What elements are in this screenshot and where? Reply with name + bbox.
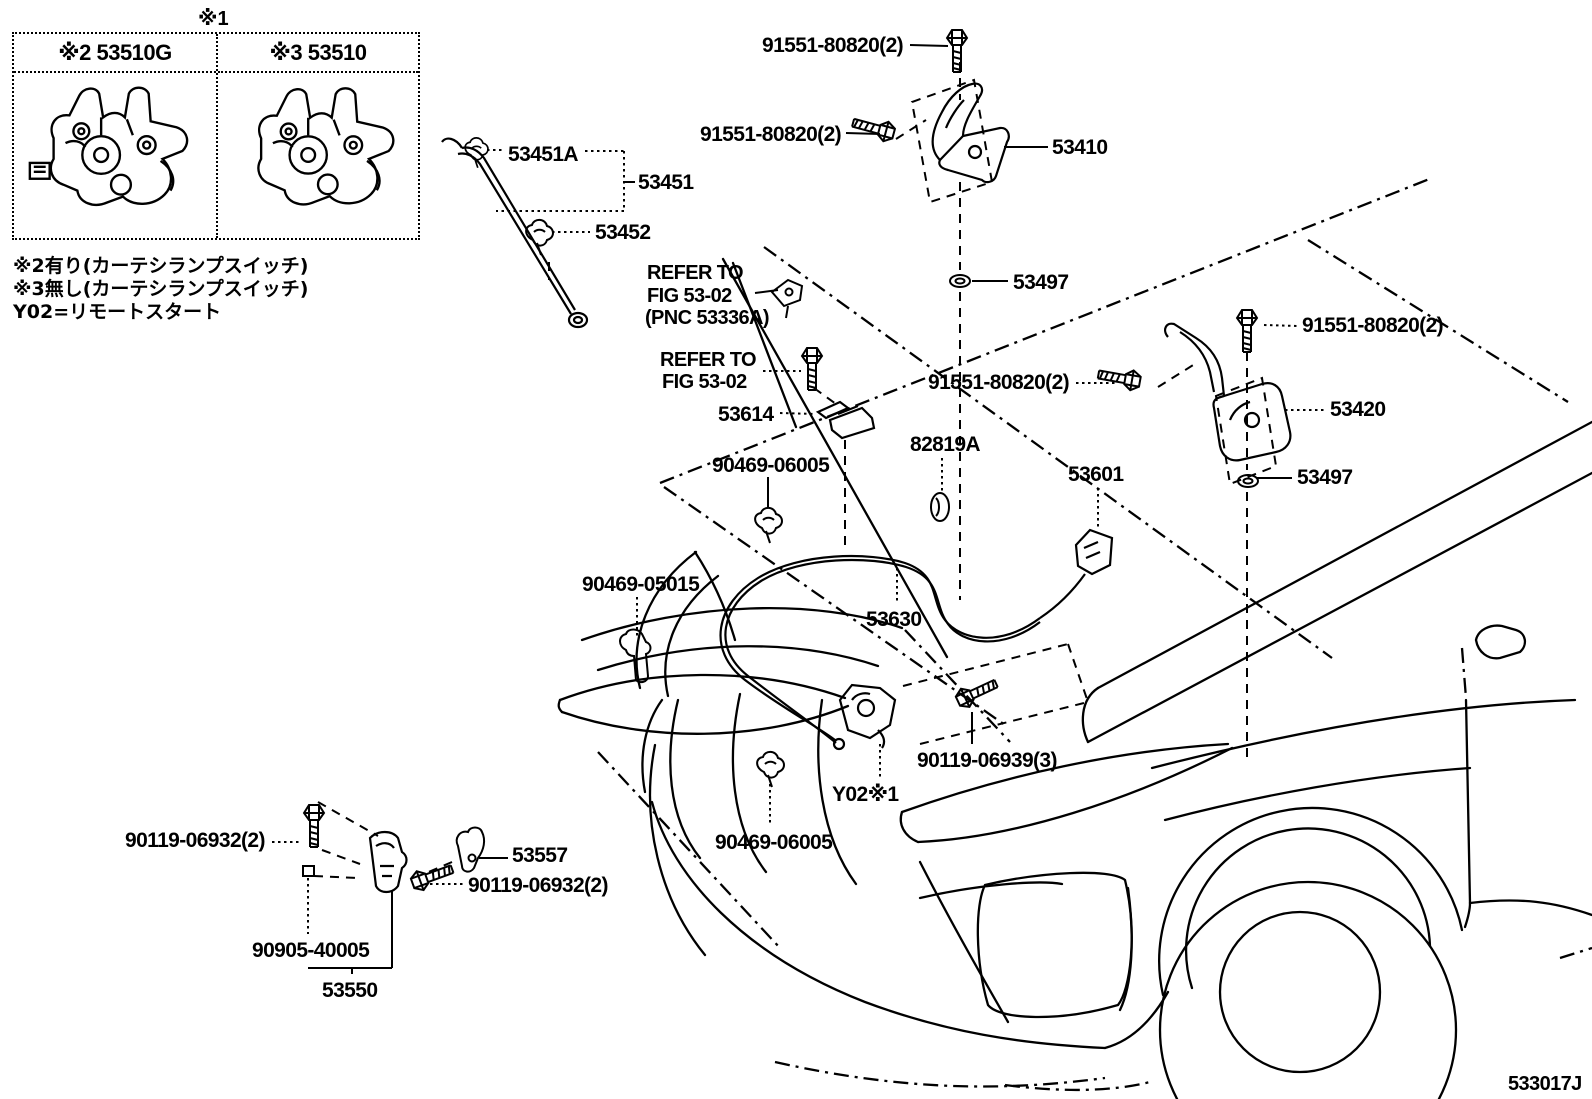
- bolt-91551-top: [946, 29, 968, 73]
- bolt-91551-right: [1236, 309, 1258, 353]
- inset-column-53510G: ※2 53510G: [14, 34, 216, 238]
- release-lever-53601-and-cable-53630: [719, 528, 1114, 751]
- fasteners: [302, 29, 1259, 894]
- part-label-53497-left: 53497: [1013, 271, 1069, 294]
- refer-note-line2: FIG 53-02: [647, 285, 732, 307]
- grommet-53497-left: [949, 274, 971, 288]
- refer-note-line3: (PNC 53336A): [645, 307, 770, 329]
- inset-column-53510: ※3 53510: [216, 34, 418, 238]
- part-label-91551-80820-right: 91551-80820(2): [1302, 314, 1444, 337]
- part-label-53550: 53550: [322, 979, 378, 1002]
- part-label-53497-right: 53497: [1297, 466, 1353, 489]
- part-label-53410: 53410: [1052, 136, 1108, 159]
- part-label-53420: 53420: [1330, 398, 1386, 421]
- bolt-refer-fig5302: [801, 347, 823, 391]
- part-label-90905-40005: 90905-40005: [252, 939, 370, 962]
- part-label-90119-06932-b: 90119-06932(2): [468, 874, 609, 897]
- part-label-91551-80820-top: 91551-80820(2): [762, 34, 904, 57]
- connector-53614: [815, 400, 876, 440]
- nut-90905-40005: [302, 865, 315, 877]
- clip-53451A: [464, 137, 489, 169]
- clip-90469-05015: [619, 628, 652, 684]
- part-label-82819A: 82819A: [910, 433, 981, 456]
- hood-lock-assembly-center: [838, 683, 897, 749]
- part-label-90469-06005-top: 90469-06005: [712, 454, 830, 477]
- part-label-91551-80820-left: 91551-80820(2): [700, 123, 842, 146]
- part-label-53557: 53557: [512, 844, 568, 867]
- note-line: ※2有り(カーテシランプスイッチ): [13, 255, 309, 277]
- refer-note2-line2: FIG 53-02: [662, 371, 747, 393]
- part-label-90119-06932-a: 90119-06932(2): [125, 829, 266, 852]
- drawing-code: 533017J: [1508, 1073, 1582, 1095]
- part-label-53451A: 53451A: [508, 143, 579, 166]
- bolt-91551-left: [849, 112, 898, 145]
- clip-90469-06005-bottom: [756, 750, 785, 788]
- inset-reference-mark: ※1: [198, 8, 229, 30]
- leader-lines-solid: [308, 44, 1292, 974]
- hood-hidden-edges: [597, 176, 1592, 1092]
- hood-support-rod-53451: [441, 137, 589, 329]
- grommet-82819A: [930, 492, 950, 522]
- part-label-90469-05015: 90469-05015: [582, 573, 700, 596]
- courtesy-lamp-switch: [28, 161, 51, 180]
- inset-notes: ※2有り(カーテシランプスイッチ) ※3無し(カーテシランプスイッチ) Y02=…: [13, 255, 309, 324]
- refer-note2-line1: REFER TO: [660, 349, 757, 371]
- lock-drawing-53510G: [28, 86, 189, 207]
- car-body-outline: [557, 257, 1592, 1099]
- inset-header-53510: ※3 53510: [218, 34, 418, 73]
- lock-drawing-53510: [257, 87, 395, 206]
- bolt-91551-mid: [1095, 363, 1143, 393]
- hood-lock-53550: [368, 830, 408, 894]
- clips: [455, 137, 804, 873]
- bolt-90119-06932-a: [303, 804, 325, 848]
- part-label-Y02-ref1: Y02※1: [832, 783, 899, 806]
- projection-lines: [313, 62, 1278, 879]
- note-line: Y02=リモートスタート: [13, 301, 222, 323]
- note-line: ※3無し(カーテシランプスイッチ): [13, 278, 309, 300]
- part-label-91551-80820-mid: 91551-80820(2): [928, 371, 1070, 394]
- clip-refer-pnc53336A: [770, 278, 804, 319]
- hood-hinge-53410: [931, 82, 1010, 184]
- part-label-90469-06005-bottom: 90469-06005: [715, 831, 833, 854]
- part-label-53452: 53452: [595, 221, 651, 244]
- part-label-53601: 53601: [1068, 463, 1124, 486]
- refer-note-line1: REFER TO: [647, 262, 744, 284]
- bolt-90119-06932-b: [408, 858, 457, 894]
- clip-90469-06005-top: [754, 506, 783, 544]
- leader-lines-dotted: [272, 149, 1325, 934]
- inset-variant-box: ※2 53510G ※3 53510: [12, 32, 420, 240]
- bracket-53557: [455, 826, 486, 873]
- inset-header-53510G: ※2 53510G: [14, 34, 216, 73]
- hood-hinge-53420: [1164, 322, 1292, 462]
- part-label-53451: 53451: [638, 171, 694, 194]
- part-label-90119-06939: 90119-06939(3): [917, 749, 1058, 772]
- part-label-53630: 53630: [866, 608, 922, 631]
- part-label-53614: 53614: [718, 403, 774, 426]
